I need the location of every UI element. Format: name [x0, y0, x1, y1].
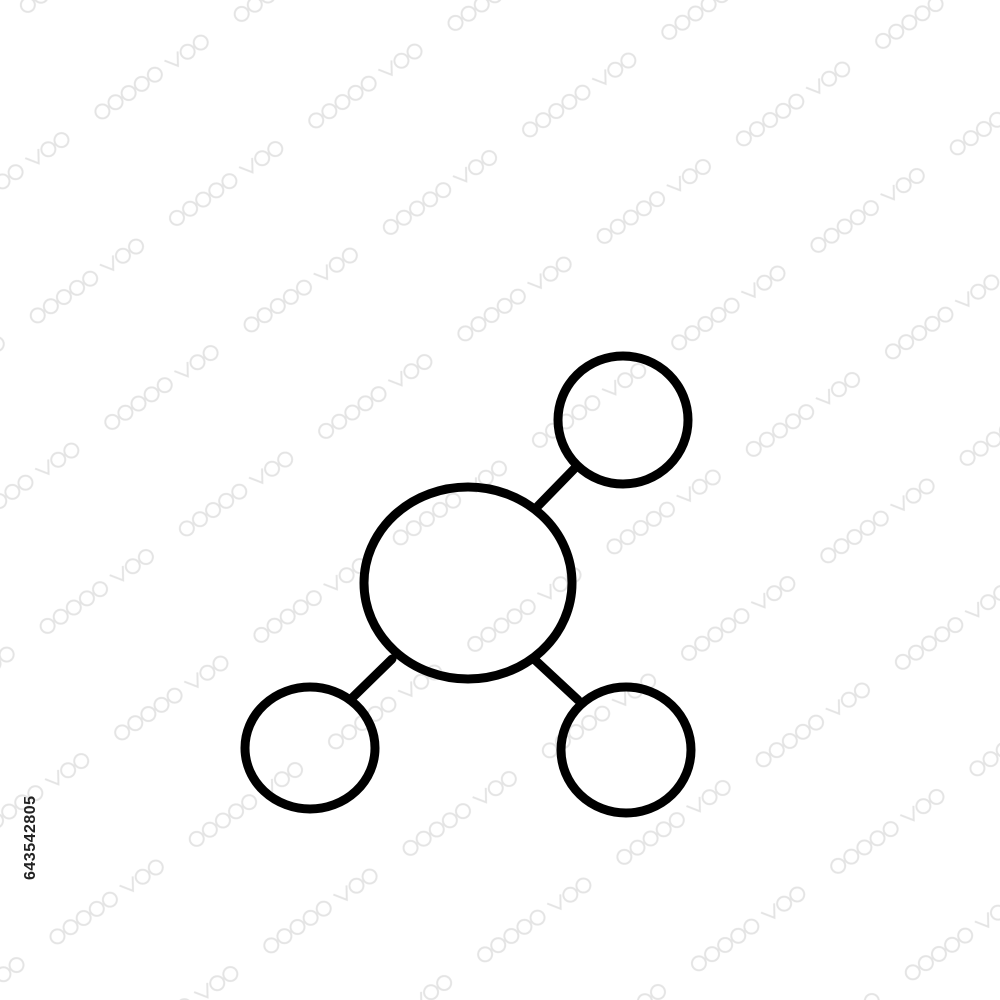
satellite-node-bottom-right — [556, 682, 696, 818]
connector-line-bottom-right — [530, 655, 583, 705]
connector-line-bottom-left — [345, 654, 397, 705]
stock-id-label: 643542805 — [22, 795, 39, 880]
connector-line-top-right — [532, 463, 580, 512]
satellite-node-top-right — [553, 351, 693, 489]
satellite-node-bottom-left — [240, 682, 380, 814]
central-node-circle — [359, 482, 577, 684]
